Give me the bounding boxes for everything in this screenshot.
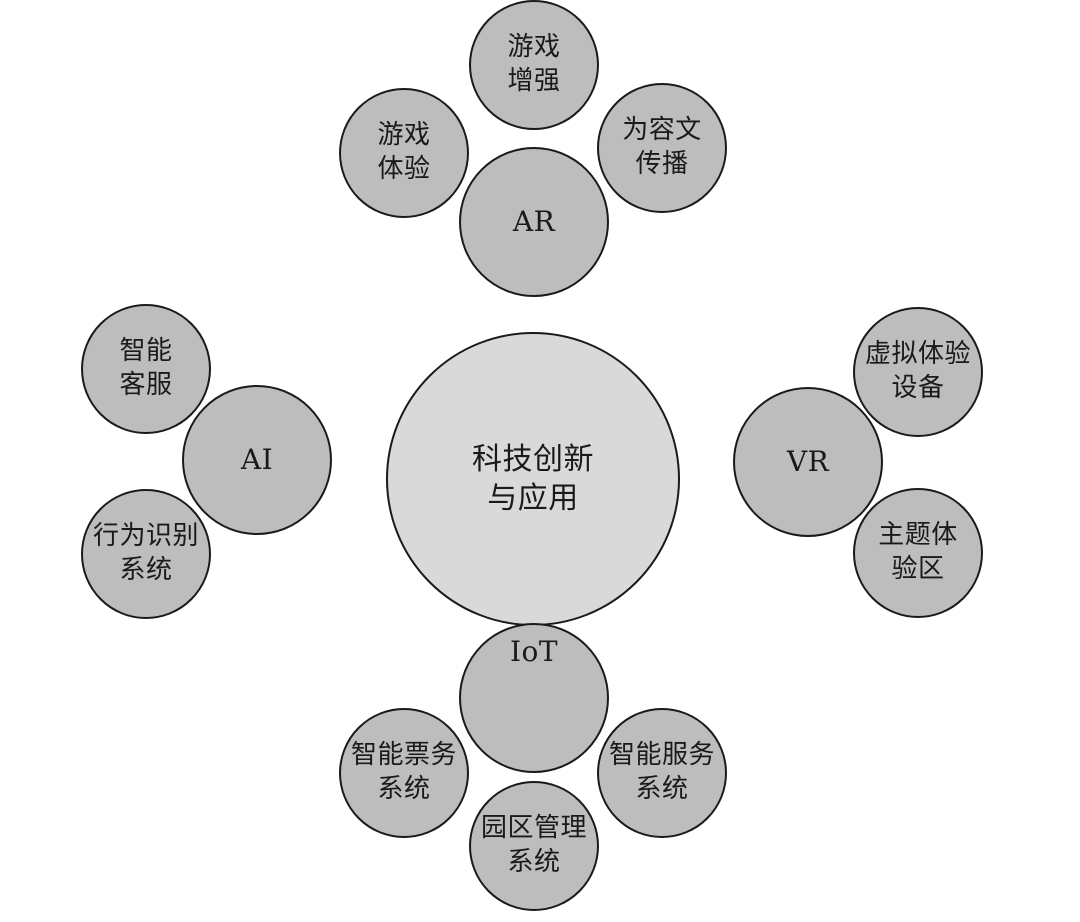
ar-hub-node: AR: [459, 147, 609, 297]
center-label: 科技创新 与应用: [472, 442, 594, 516]
ai-behavior-recognition-node: 行为识别 系统: [81, 489, 211, 619]
ar-content-spread-node: 为容文 传播: [597, 83, 727, 213]
center-node: 科技创新 与应用: [386, 332, 680, 626]
iot-smart-ticket-label: 智能票务 系统: [350, 740, 457, 804]
iot-hub-label: IoT: [509, 634, 559, 668]
ar-game-experience-node: 游戏 体验: [339, 88, 469, 218]
ai-hub-label: AI: [240, 442, 274, 476]
ai-behavior-recognition-label: 行为识别 系统: [92, 521, 199, 585]
iot-smart-service-node: 智能服务 系统: [597, 708, 727, 838]
ai-smart-service-label: 智能 客服: [119, 336, 173, 400]
ar-content-spread-label: 为容文 传播: [622, 115, 702, 179]
iot-hub-node: IoT: [459, 623, 609, 773]
vr-theme-zone-node: 主题体 验区: [853, 488, 983, 618]
iot-park-management-label: 园区管理 系统: [480, 813, 587, 877]
ar-game-enhance-node: 游戏 增强: [469, 0, 599, 130]
ai-hub-node: AI: [182, 385, 332, 535]
ar-game-experience-label: 游戏 体验: [377, 120, 431, 184]
ar-hub-label: AR: [512, 204, 556, 238]
vr-theme-zone-label: 主题体 验区: [878, 520, 958, 584]
vr-hub-label: VR: [786, 444, 830, 478]
iot-smart-ticket-node: 智能票务 系统: [339, 708, 469, 838]
vr-virtual-device-label: 虚拟体验 设备: [864, 339, 971, 403]
vr-virtual-device-node: 虚拟体验 设备: [853, 307, 983, 437]
ar-game-enhance-label: 游戏 增强: [507, 32, 561, 96]
vr-hub-node: VR: [733, 387, 883, 537]
iot-smart-service-label: 智能服务 系统: [608, 740, 715, 804]
iot-park-management-node: 园区管理 系统: [469, 781, 599, 911]
ai-smart-service-node: 智能 客服: [81, 304, 211, 434]
